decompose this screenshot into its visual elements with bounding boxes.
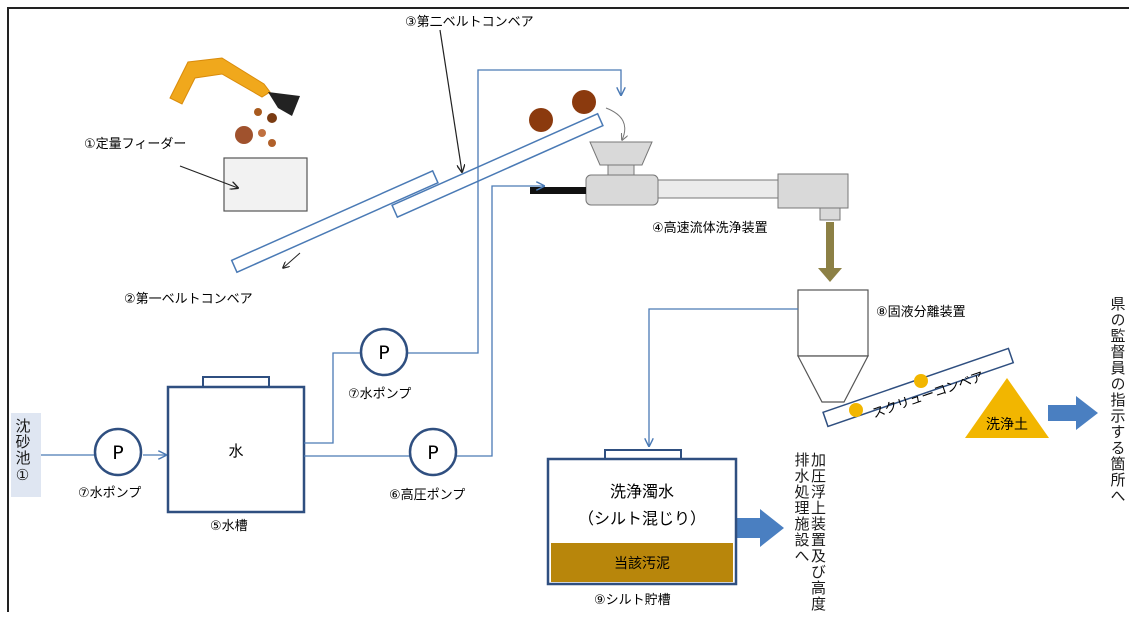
hp-pump-label: ⑥高圧ポンプ bbox=[389, 487, 465, 503]
silt-tank-label: ⑨シルト貯槽 bbox=[594, 593, 671, 608]
diagram-frame bbox=[7, 7, 1129, 612]
separator-label: ⑧固液分離装置 bbox=[876, 305, 966, 320]
second-belt-conveyor bbox=[391, 112, 604, 219]
silt-tank bbox=[546, 449, 738, 586]
to-site-label: 県の監督員の指示する箇所へ bbox=[1108, 296, 1127, 504]
soil-particles bbox=[235, 108, 277, 147]
pipe-hp-to-washer bbox=[456, 186, 544, 457]
washed-soil-pile bbox=[965, 378, 1049, 438]
feeder-box bbox=[223, 157, 308, 212]
water-pump-upper-icon bbox=[359, 327, 409, 377]
pipe-separator-to-silt bbox=[649, 308, 798, 446]
soil-ball bbox=[529, 108, 553, 132]
sand-pond-box bbox=[11, 413, 41, 497]
washed-soil-label: 洗浄土 bbox=[986, 417, 1028, 433]
feeder-label: ①定量フィーダー bbox=[84, 137, 186, 152]
water-pump-lower-label: ⑦水ポンプ bbox=[78, 486, 141, 501]
pipe-tank-to-upper-pump bbox=[304, 352, 361, 444]
to-treatment-arrow bbox=[737, 509, 784, 547]
hp-pump-icon bbox=[408, 427, 458, 477]
pump-symbol: P bbox=[112, 442, 123, 464]
feeder-pointer bbox=[179, 165, 238, 188]
separator-unit bbox=[797, 289, 869, 403]
soil-ball bbox=[572, 90, 596, 114]
first-belt-conveyor bbox=[230, 169, 439, 274]
belt1-pointer bbox=[283, 252, 301, 268]
excavator-icon bbox=[169, 57, 300, 116]
screw-ball bbox=[849, 403, 863, 417]
washer-outflow-arrow bbox=[826, 222, 834, 270]
pump-symbol: P bbox=[427, 442, 438, 464]
water-pump-upper-label: ⑦水ポンプ bbox=[348, 387, 411, 402]
sludge-label: 当該汚泥 bbox=[614, 556, 670, 572]
to-site-arrow bbox=[1048, 396, 1098, 430]
belt1-label: ②第一ベルトコンベア bbox=[124, 292, 253, 307]
screw-ball bbox=[914, 374, 928, 388]
washer-outflow-head bbox=[818, 268, 842, 282]
pipe-to-washer-top bbox=[407, 69, 621, 354]
washer-label: ④高速流体洗浄装置 bbox=[652, 220, 768, 236]
silt-water-line1: 洗浄濁水 bbox=[610, 482, 674, 501]
water-tank bbox=[166, 376, 306, 514]
tank-label: ⑤水槽 bbox=[210, 519, 248, 534]
sand-pond-label: 沈砂池① bbox=[13, 418, 32, 485]
pump-symbol: P bbox=[378, 342, 389, 364]
belt2-pointer bbox=[439, 29, 462, 172]
tank-content-label: 水 bbox=[228, 442, 243, 460]
water-pump-lower-icon bbox=[93, 427, 143, 477]
drop-arrow bbox=[605, 107, 625, 140]
belt2-label: ③第二ベルトコンベア bbox=[405, 15, 534, 30]
washer-unit bbox=[530, 141, 849, 221]
silt-water-line2: （シルト混じり） bbox=[578, 509, 706, 528]
to-treatment-label: 加圧浮上装置及び高度排水処理施設へ bbox=[792, 452, 828, 612]
